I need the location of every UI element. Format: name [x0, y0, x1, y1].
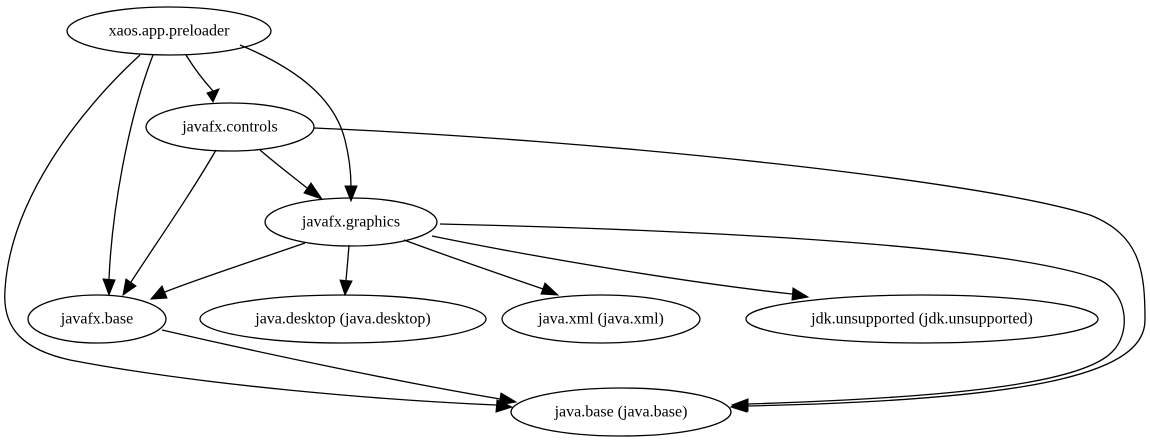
nodes: xaos.app.preloader javafx.controls javaf…	[27, 6, 1099, 437]
node-label: javafx.base	[60, 311, 133, 328]
edge-javafx-graphics-to-java-desktop	[339, 244, 353, 297]
edge-javafx-graphics-to-jdk-unsupported	[431, 235, 810, 301]
arrowhead	[122, 278, 137, 297]
node-label: javafx.graphics	[301, 214, 400, 231]
arrowhead	[791, 287, 810, 301]
arrowhead	[206, 88, 220, 104]
edge-javafx-base-to-java-base	[161, 329, 518, 406]
node-label: java.desktop (java.desktop)	[254, 311, 431, 328]
node-label: javafx.controls	[181, 119, 278, 136]
node-java-base: java.base (java.base)	[510, 387, 732, 437]
arrowhead	[344, 185, 358, 203]
node-java-xml: java.xml (java.xml)	[501, 294, 701, 344]
node-java-desktop: java.desktop (java.desktop)	[199, 294, 487, 344]
arrowhead	[149, 285, 168, 300]
edge-xaos-app-preloader-to-javafx-graphics	[239, 44, 358, 203]
arrowhead	[102, 278, 116, 297]
node-label: java.base (java.base)	[554, 404, 688, 421]
edge-javafx-graphics-to-java-base	[439, 223, 1125, 412]
arrowhead	[498, 392, 518, 406]
arrowhead	[303, 182, 324, 200]
edge-javafx-controls-to-javafx-graphics	[259, 149, 324, 200]
edge-xaos-app-preloader-to-javafx-base	[102, 54, 154, 297]
edge-javafx-controls-to-javafx-base	[122, 149, 217, 297]
node-label: jdk.unsupported (jdk.unsupported)	[810, 311, 1033, 328]
node-jdk-unsupported: jdk.unsupported (jdk.unsupported)	[745, 294, 1099, 344]
node-javafx-graphics: javafx.graphics	[264, 197, 438, 247]
edge-xaos-app-preloader-to-javafx-controls	[185, 54, 220, 104]
edge-javafx-graphics-to-java-xml	[403, 239, 560, 296]
node-javafx-base: javafx.base	[27, 294, 167, 344]
arrowhead	[339, 279, 353, 297]
edge-xaos-app-preloader-to-java-base	[4, 54, 514, 413]
edge-javafx-graphics-to-javafx-base	[149, 242, 306, 300]
edges	[4, 44, 1146, 413]
node-label: java.xml (java.xml)	[537, 311, 664, 328]
node-javafx-controls: javafx.controls	[145, 102, 315, 152]
node-xaos-app-preloader: xaos.app.preloader	[66, 6, 272, 56]
node-label: xaos.app.preloader	[109, 23, 231, 40]
arrowhead	[730, 398, 749, 412]
arrowhead	[540, 282, 560, 296]
edge-javafx-controls-to-java-base	[313, 127, 1146, 413]
